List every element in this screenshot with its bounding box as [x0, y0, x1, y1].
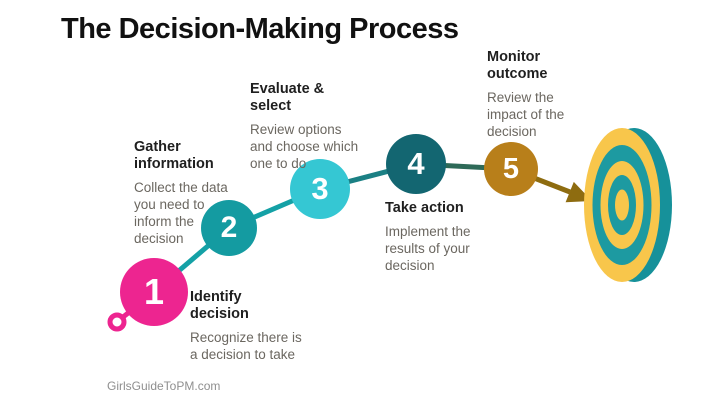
watermark: GirlsGuideToPM.com	[107, 379, 221, 393]
step-label-1: Identify decision	[190, 289, 249, 322]
step-circle-5: 5	[484, 142, 538, 196]
step-label-2: Gather information	[134, 139, 214, 172]
step-description-2: Collect the data you need to inform the …	[134, 180, 228, 246]
step-circle-1: 1	[120, 258, 188, 326]
step-description-3: Review options and choose which one to d…	[250, 122, 359, 171]
step-number-5: 5	[502, 152, 520, 185]
step-circle-2: 2	[201, 200, 257, 256]
step-text-5: Monitor outcome Review the impact of the…	[487, 49, 564, 140]
step-circle-3: 3	[290, 159, 350, 219]
step-text-1: Identify decision Recognize there is a d…	[190, 289, 302, 363]
step-number-2: 2	[220, 211, 238, 244]
step-text-4: Take action Implement the results of you…	[385, 200, 471, 274]
step-description-4: Implement the results of your decision	[385, 224, 471, 273]
step-description-5: Review the impact of the decision	[487, 90, 565, 139]
step-label-5: Monitor outcome	[487, 49, 548, 82]
diagram-title: The Decision-Making Process	[61, 13, 459, 45]
step-label-4: Take action	[385, 200, 464, 216]
target-icon	[584, 128, 672, 282]
start-ring-icon	[107, 312, 127, 332]
step-number-3: 3	[311, 171, 329, 206]
step-circle-4: 4	[386, 134, 446, 194]
step-number-4: 4	[407, 146, 425, 181]
step-text-2: Gather information Collect the data you …	[134, 139, 228, 247]
step-description-1: Recognize there is a decision to take	[190, 330, 302, 362]
step-text-3: Evaluate & select Review options and cho…	[250, 81, 358, 172]
step-label-3: Evaluate & select	[250, 81, 325, 114]
step-number-1: 1	[143, 271, 165, 312]
